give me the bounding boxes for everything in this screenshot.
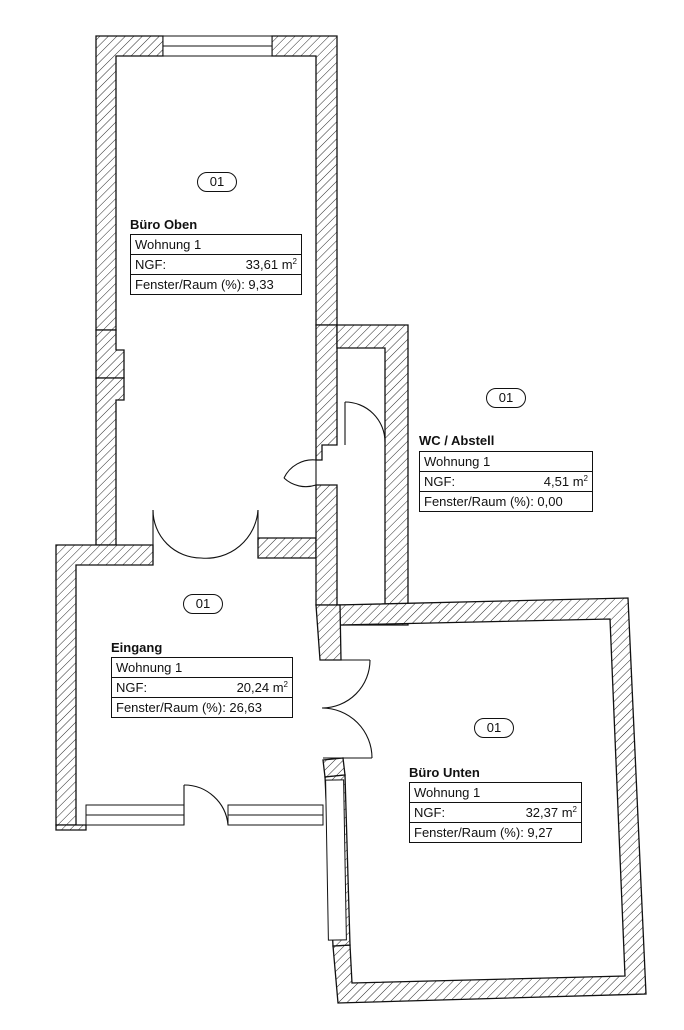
room-unit: Wohnung 1 [419,451,593,472]
room-unit: Wohnung 1 [111,657,293,678]
room-table-wc-abstell: Wohnung 1 NGF: 4,51 m2 Fenster/Raum (%):… [418,451,593,512]
room-badge-eingang: 01 [183,594,223,614]
room-title-eingang: Eingang [111,640,163,655]
ngf-label: NGF: [130,254,199,275]
walls-buero-unten [315,597,647,1004]
ngf-label: NGF: [111,677,184,698]
ngf-label: NGF: [418,471,494,492]
room-badge-buero-unten: 01 [474,718,514,738]
fenster-raum: Fenster/Raum (%): 9,33 [130,274,302,295]
fenster-raum: Fenster/Raum (%): 0,00 [419,491,593,512]
walls-wc [336,324,409,626]
ngf-value: 4,51 m2 [493,471,593,492]
fenster-raum: Fenster/Raum (%): 9,27 [409,822,582,843]
ngf-value: 32,37 m2 [477,802,582,823]
room-table-buero-unten: Wohnung 1 NGF: 32,37 m2 Fenster/Raum (%)… [408,782,582,843]
room-table-buero-oben: Wohnung 1 NGF: 33,61 m2 Fenster/Raum (%)… [130,234,303,295]
room-unit: Wohnung 1 [130,234,302,255]
walls-buero-oben [95,35,338,546]
ngf-label: NGF: [408,802,478,823]
room-unit: Wohnung 1 [409,782,582,803]
room-title-wc-abstell: WC / Abstell [419,433,495,448]
room-title-buero-unten: Büro Unten [409,765,480,780]
ngf-value: 20,24 m2 [183,677,294,698]
room-table-eingang: Wohnung 1 NGF: 20,24 m2 Fenster/Raum (%)… [111,657,294,718]
fenster-raum: Fenster/Raum (%): 26,63 [111,697,293,718]
doors [152,401,386,826]
room-badge-wc-abstell: 01 [486,388,526,408]
room-title-buero-oben: Büro Oben [130,217,198,232]
room-badge-buero-oben: 01 [197,172,237,192]
ngf-value: 33,61 m2 [198,254,303,275]
walls-eingang [55,804,324,831]
